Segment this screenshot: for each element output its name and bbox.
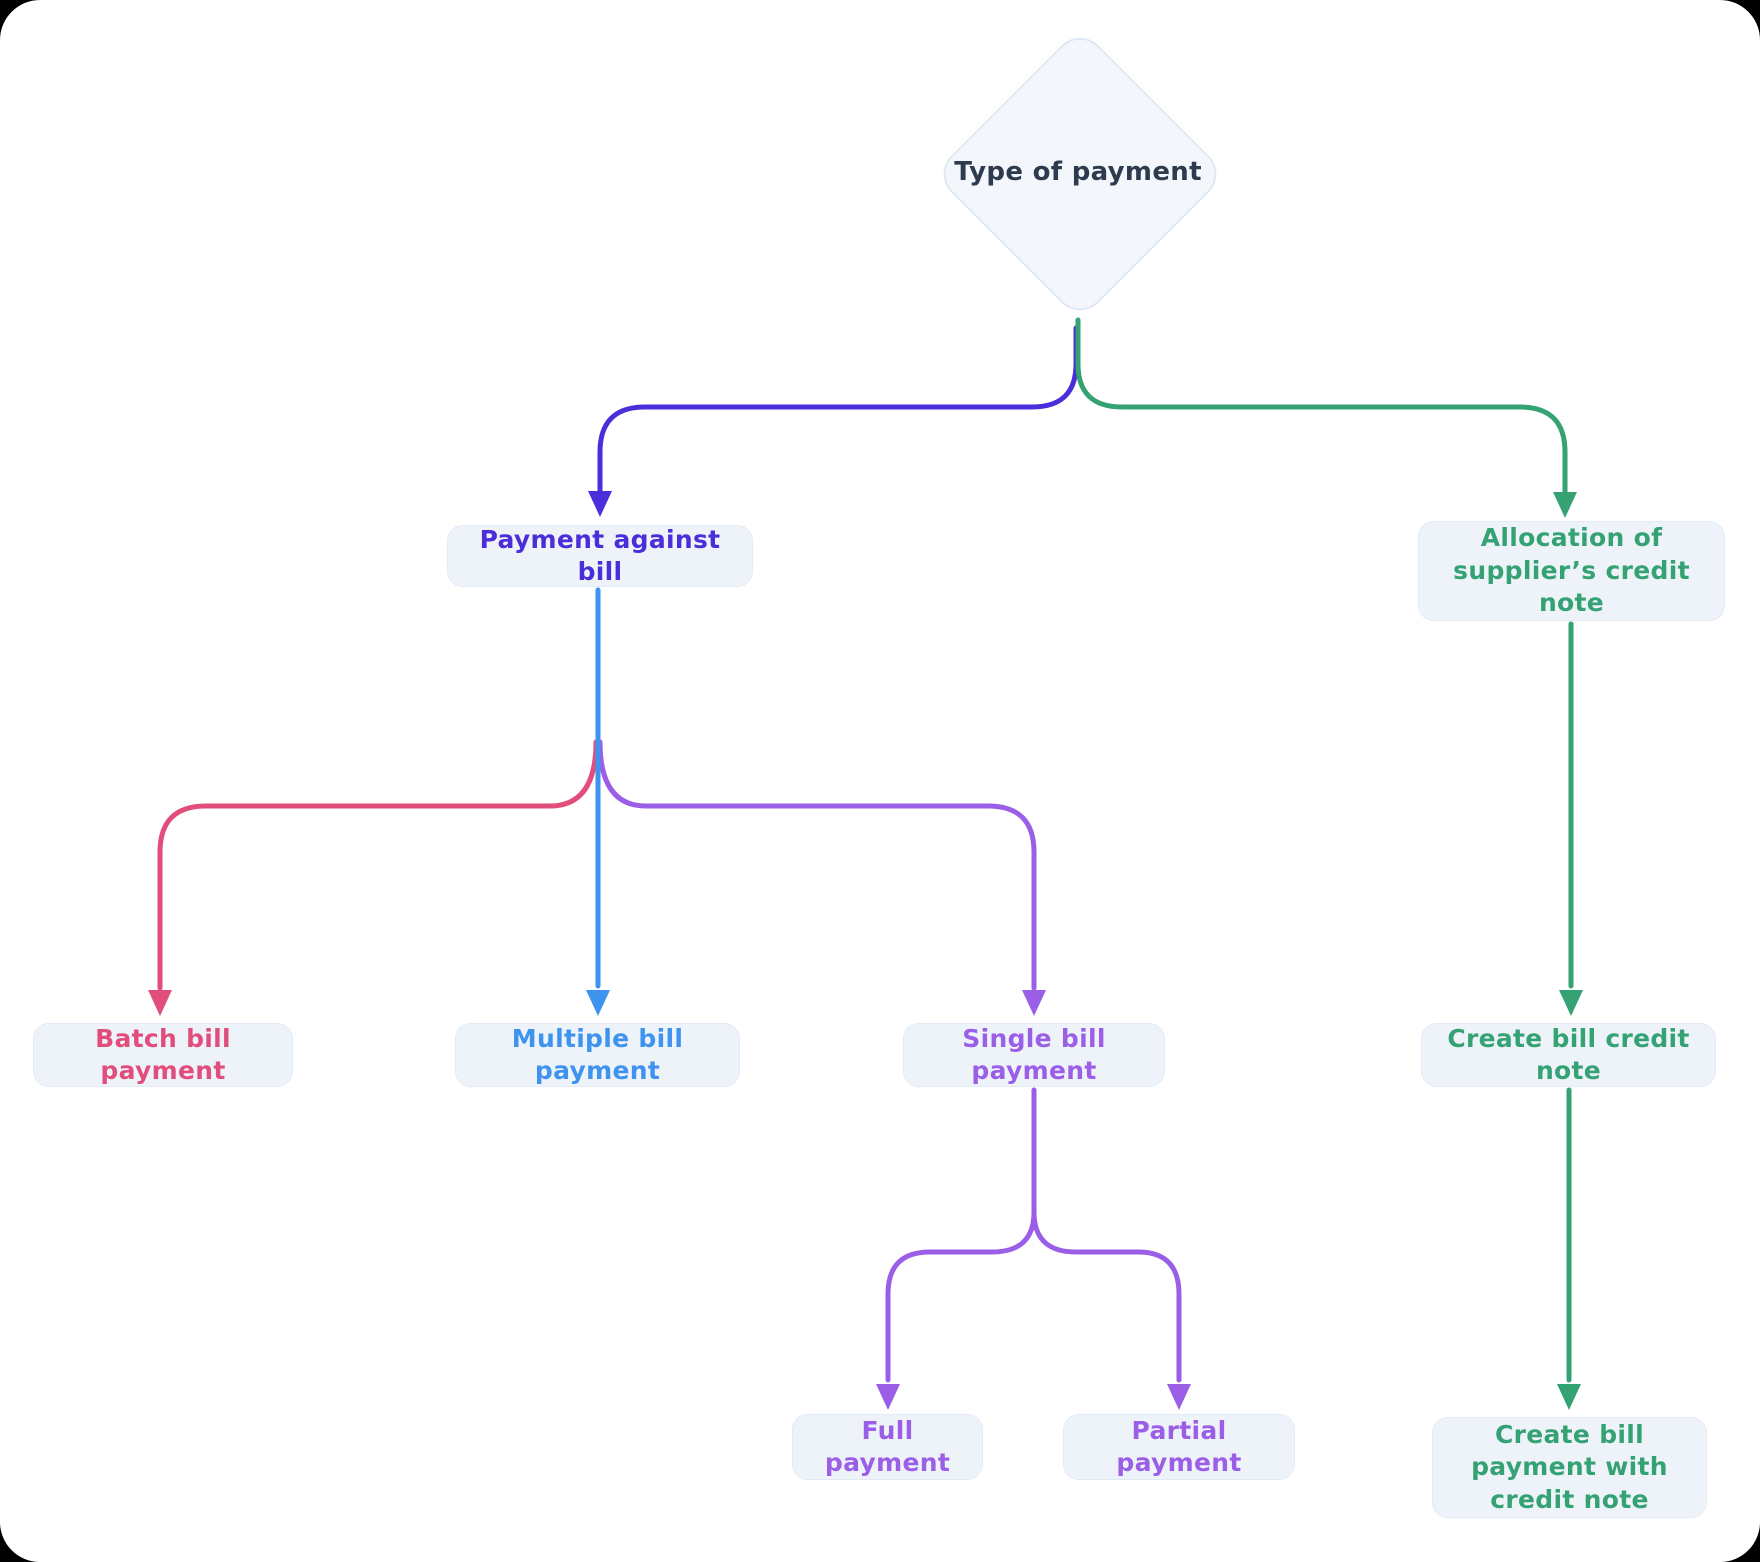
- edge-single-to-partial-payment: [1031, 1209, 1182, 1383]
- node-create-bill-payment-with-credit-note: Create bill payment with credit note: [1432, 1417, 1707, 1518]
- node-full-payment: Full payment: [792, 1414, 983, 1480]
- edge-root-to-allocation-credit-note: [1075, 317, 1568, 497]
- arrowhead-single-bill-payment: [1022, 990, 1046, 1016]
- node-allocation-credit-note: Allocation of supplier’s credit note: [1418, 521, 1725, 621]
- node-batch-bill-payment: Batch bill payment: [33, 1023, 293, 1087]
- arrowhead-partial-payment: [1167, 1384, 1191, 1410]
- edge-payment-to-batch-bill-payment: [157, 739, 599, 991]
- decision-diamond-label: Type of payment: [954, 157, 1202, 187]
- arrowhead-create-bill-payment: [1557, 1384, 1581, 1410]
- edge-single-to-full-payment: [885, 1087, 1037, 1383]
- node-partial-payment: Partial payment: [1063, 1414, 1295, 1480]
- node-payment-against-bill: Payment against bill: [447, 525, 753, 587]
- arrowhead-batch-bill-payment: [148, 990, 172, 1016]
- edge-root-to-payment-against-bill: [597, 325, 1079, 495]
- node-create-bill-credit-note: Create bill credit note: [1421, 1023, 1716, 1087]
- arrowhead-multiple-bill-payment: [586, 990, 610, 1016]
- arrowhead-payment-against-bill: [588, 491, 612, 517]
- arrowhead-full-payment: [876, 1384, 900, 1410]
- node-single-bill-payment: Single bill payment: [903, 1023, 1165, 1087]
- node-multiple-bill-payment: Multiple bill payment: [455, 1023, 740, 1087]
- arrowhead-allocation-credit-note: [1553, 492, 1577, 518]
- edge-payment-to-single-bill-payment: [597, 739, 1037, 991]
- arrowhead-create-credit-note: [1559, 990, 1583, 1016]
